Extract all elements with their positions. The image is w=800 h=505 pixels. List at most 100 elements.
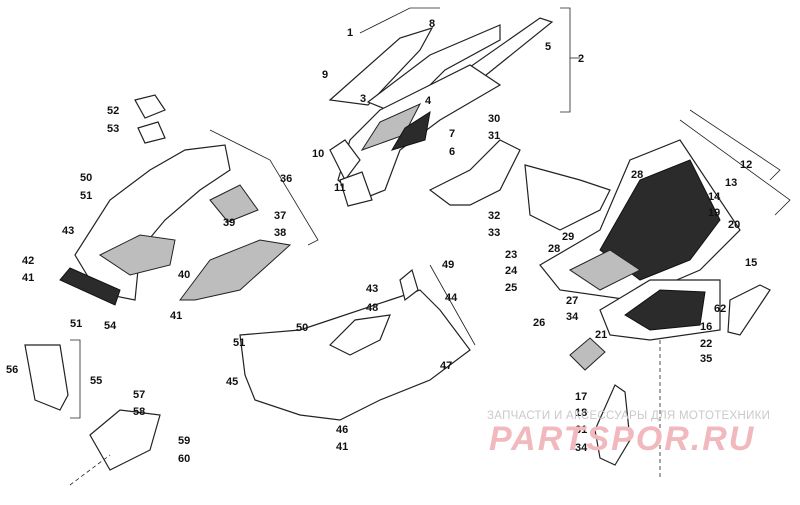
- callout-27: 27: [566, 295, 578, 307]
- callout-45: 45: [226, 376, 238, 388]
- callout-41-center: 41: [170, 310, 182, 322]
- callout-3: 3: [360, 93, 366, 105]
- callout-24: 24: [505, 265, 518, 277]
- part-53-grommet: [137, 121, 166, 144]
- lower-left-parts: [24, 339, 161, 486]
- callout-29: 29: [562, 231, 574, 243]
- callout-28-top: 28: [631, 169, 643, 181]
- callout-8: 8: [429, 18, 435, 30]
- callout-44: 44: [445, 292, 458, 304]
- part-42-trim: [59, 267, 121, 306]
- callout-10: 10: [312, 148, 324, 160]
- callout-13: 13: [725, 177, 737, 189]
- callout-42: 42: [22, 255, 34, 267]
- callout-32: 32: [488, 210, 500, 222]
- callout-6: 6: [449, 146, 455, 158]
- callout-39: 39: [223, 217, 235, 229]
- part-62-vent: [727, 284, 771, 336]
- callout-5: 5: [545, 41, 551, 53]
- callout-56: 56: [6, 364, 18, 376]
- left-structure: [59, 94, 319, 306]
- callout-61: 61: [575, 424, 587, 436]
- callout-37: 37: [274, 210, 286, 222]
- callout-19: 19: [708, 207, 720, 219]
- watermark-logo: PARTSPOR.RU: [489, 420, 755, 458]
- callout-15: 15: [745, 257, 757, 269]
- callout-51-lower: 51: [70, 318, 82, 330]
- callout-30: 30: [488, 113, 500, 125]
- callout-12: 12: [740, 159, 752, 171]
- callout-54: 54: [104, 320, 117, 332]
- callout-7: 7: [449, 128, 455, 140]
- callout-16: 16: [700, 321, 712, 333]
- callout-53: 53: [107, 123, 119, 135]
- callout-58: 58: [133, 406, 145, 418]
- part-31-cover: [428, 139, 521, 206]
- callout-22: 22: [700, 338, 712, 350]
- hood-assembly: [328, 7, 580, 207]
- callout-46: 46: [336, 424, 348, 436]
- watermark-tagline: ЗАПЧАСТИ И АКСЕССУАРЫ ДЛЯ МОТОТЕХНИКИ: [487, 410, 770, 422]
- callout-41-bottom: 41: [336, 441, 348, 453]
- part-38-pad: [179, 239, 292, 301]
- part-22-graphic: [624, 289, 706, 331]
- callout-48: 48: [366, 302, 378, 314]
- callout-51-left: 51: [80, 190, 92, 202]
- part-56-cover: [24, 344, 69, 411]
- callout-21: 21: [595, 329, 607, 341]
- callout-51-center: 51: [233, 337, 245, 349]
- callout-35: 35: [700, 353, 712, 365]
- callout-55: 55: [90, 375, 102, 387]
- part-14-graphic: [599, 159, 721, 281]
- part-11-side: [339, 171, 373, 207]
- callout-31: 31: [488, 130, 500, 142]
- callout-11: 11: [334, 182, 346, 194]
- callout-28-lower: 28: [548, 243, 560, 255]
- callout-14: 14: [708, 191, 721, 203]
- callout-34-bottom: 34: [575, 442, 588, 454]
- callout-43-center: 43: [366, 283, 378, 295]
- callout-33: 33: [488, 227, 500, 239]
- part-10-side: [329, 139, 361, 182]
- callout-62: 62: [714, 303, 726, 315]
- callout-50-left: 50: [80, 172, 92, 184]
- part-37-pad: [209, 184, 259, 223]
- callout-50-center: 50: [296, 322, 308, 334]
- callout-52: 52: [107, 105, 119, 117]
- part-18-trim: [594, 384, 631, 466]
- part-29-frame: [524, 164, 611, 231]
- callout-60: 60: [178, 453, 190, 465]
- callout-25: 25: [505, 282, 517, 294]
- part-21-plate: [569, 337, 606, 371]
- part-44-pan: [239, 289, 471, 421]
- callout-23: 23: [505, 249, 517, 261]
- part-52-ring: [134, 94, 166, 119]
- callout-9: 9: [322, 69, 328, 81]
- part-49-clip: [399, 268, 419, 302]
- part-3-insert: [360, 102, 422, 151]
- callout-1: 1: [347, 27, 353, 39]
- callout-40: 40: [178, 269, 190, 281]
- callout-labels: 1 2 3 4 5 6 7 8 9 10 11 12 13 14 15 16 1…: [6, 18, 757, 465]
- part-27-mesh: [569, 249, 641, 291]
- callout-34-mid: 34: [566, 311, 579, 323]
- callout-4: 4: [425, 95, 432, 107]
- part-7-dark: [390, 110, 431, 151]
- callout-41-left: 41: [22, 272, 34, 284]
- part-57-bracket: [89, 409, 161, 471]
- callout-2: 2: [578, 53, 584, 65]
- part-43-insert: [328, 314, 391, 356]
- part-40-mesh: [99, 234, 176, 276]
- callout-47: 47: [440, 360, 452, 372]
- callout-38: 38: [274, 227, 286, 239]
- callout-43-left: 43: [62, 225, 74, 237]
- watermark: ЗАПЧАСТИ И АКСЕССУАРЫ ДЛЯ МОТОТЕХНИКИ PA…: [487, 410, 770, 458]
- callout-26: 26: [533, 317, 545, 329]
- belly-pan: [239, 264, 476, 421]
- part-9-panel: [328, 26, 434, 106]
- callout-49: 49: [442, 259, 454, 271]
- side-panel-assembly: [428, 109, 791, 480]
- callout-36: 36: [280, 173, 292, 185]
